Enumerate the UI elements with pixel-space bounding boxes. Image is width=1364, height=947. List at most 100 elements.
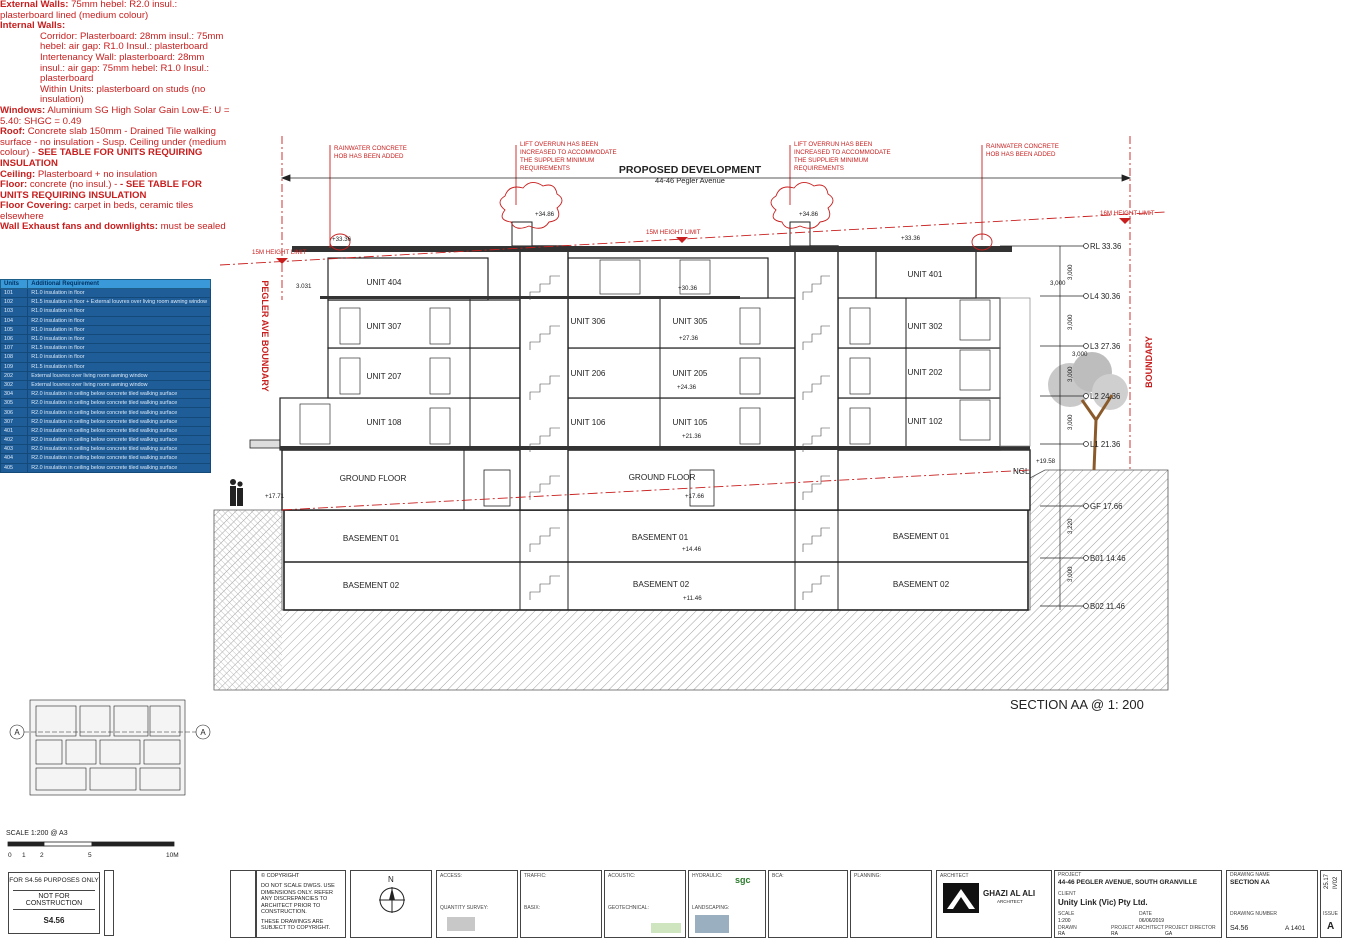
architect-label: ARCHITECT [940,873,969,879]
section-title: SECTION AA @ 1: 200 [1010,697,1144,712]
stage-value: S4.56 [1230,925,1249,932]
dimension-label: 3,000 [1067,566,1074,582]
drawing-subtitle: 44-46 Pegler Avenue [655,176,725,185]
unit-label: BASEMENT 01 [632,533,689,542]
overall-dimension-line [280,174,1132,182]
spot-level-label: +30.36 [678,285,698,292]
geotechnical-label: GEOTECHNICAL: [608,905,649,911]
job-number: 25.17 [1324,873,1330,889]
annotation-lift-right-1: LIFT OVERRUN HAS BEEN [794,141,872,148]
annotation-lift-left-1: LIFT OVERRUN HAS BEEN [520,141,598,148]
copyright-text: DO NOT SCALE DWGS. USE DIMENSIONS ONLY. … [261,883,335,915]
ceiling-text: Plasterboard + no insulation [37,168,158,180]
annotation-lift-right-4: REQUIREMENTS [794,165,844,172]
consultant-access: ACCESS: QUANTITY SURVEY: [436,870,518,938]
spot-level-label: +24.36 [677,384,697,391]
architect-logo-icon [943,883,979,913]
unit-cell: 405 [0,462,29,473]
red-annotations [219,136,1166,511]
consultant-acoustic: ACOUSTIC: GEOTECHNICAL: [604,870,686,938]
external-walls-label: External Walls: [0,0,69,10]
unit-label: BASEMENT 02 [343,581,400,590]
annotation-hob-right-2: HOB HAS BEEN ADDED [986,151,1056,158]
scale-tick-1: 1 [22,852,26,859]
wall-exhaust-text: must be sealed [160,221,226,233]
key-plan [9,699,211,796]
unit-label: UNIT 401 [908,270,943,279]
ceiling-label: Ceiling: [0,168,36,180]
project-director-label: PROJECT DIRECTOR [1165,925,1216,931]
height-limit-left: 15M HEIGHT LIMIT [252,249,307,256]
quantity-survey-label: QUANTITY SURVEY: [440,905,489,911]
unit-label: UNIT 307 [367,322,402,331]
spot-level-label: +34.86 [799,211,819,218]
drawing-number-label: DRAWING NUMBER [1230,911,1278,917]
boundary-left-label: PEGLER AVE BOUNDARY [260,280,270,391]
scale-tick-2: 2 [40,852,44,859]
unit-label: UNIT 404 [367,278,402,287]
unit-label: BASEMENT 01 [893,532,950,541]
level-label: L1 21.36 [1090,440,1120,449]
drawn-value: RA [1058,931,1065,937]
sgc-logo: sgc [735,875,751,885]
client-label: CLIENT [1058,891,1076,897]
north-arrow-box: N [350,870,432,938]
consultant-logo [651,923,681,933]
unit-label: UNIT 206 [571,369,606,378]
north-arrow-icon [379,887,405,913]
internal-walls-label: Internal Walls: [0,20,66,32]
project-name: 44-46 PEGLER AVENUE, SOUTH GRANVILLE [1058,879,1198,886]
floor-covering-label: Floor Covering: [0,200,72,212]
unit-label: GROUND FLOOR [629,473,696,482]
floor-covering-text: carpet in beds, ceramic tiles elsewhere [0,200,193,222]
annotation-lift-left-4: REQUIREMENTS [520,165,570,172]
dimension-label: 3.031 [296,283,312,290]
within-units-note: Within Units: plasterboard on studs (no … [40,83,206,106]
unit-label: UNIT 305 [673,317,708,326]
level-label: L3 27.36 [1090,342,1120,351]
unit-label: UNIT 306 [571,317,606,326]
basement-structure [283,509,1029,611]
consultant-traffic: TRAFFIC: BASIX: [520,870,602,938]
consultant-logo [447,917,475,931]
windows-label: Windows: [0,104,46,116]
dimension-label: 3,000 [1067,366,1074,382]
unit-label: UNIT 106 [571,418,606,427]
corridor-note: Corridor: Plasterboard: 28mm insul.: 75m… [40,30,224,53]
requirement-cell: R2.0 insulation in ceiling below concret… [27,462,211,473]
dimension-label: 3,000 [1067,314,1074,330]
side-strip [104,870,114,936]
ngl-label: NGL [1013,467,1030,476]
scale-tick-0: 0 [8,852,12,859]
spot-level-label: +17.66 [685,493,705,500]
hydraulic-label: HYDRAULIC: [692,873,723,879]
drawing-title: PROPOSED DEVELOPMENT [619,164,762,176]
scale-bar [7,841,175,847]
drawn-label: DRAWN [1058,925,1077,931]
drawing-name-box: DRAWING NAME SECTION AA DRAWING NUMBER S… [1226,870,1318,938]
unit-label: UNIT 108 [367,418,402,427]
level-label: B01 14.46 [1090,554,1126,563]
floor-see-table: - SEE TABLE FOR UNITS REQUIRING INSULATI… [0,179,202,201]
spot-level-label: +14.46 [682,546,702,553]
roof-label: Roof: [0,126,26,138]
dimension-label: 3,000 [1067,414,1074,430]
unit-label: GROUND FLOOR [340,474,407,483]
unit-label: BASEMENT 02 [633,580,690,589]
date-value: 06/06/2019 [1139,918,1165,924]
annotation-hob-left-2: HOB HAS BEEN ADDED [334,153,404,160]
dimension-label: 3,220 [1067,518,1074,534]
basix-label: BASIX: [524,905,541,911]
unit-label: UNIT 302 [908,322,943,331]
windows-doors [299,259,1031,447]
roof-see-table: SEE TABLE FOR UNITS REQUIRING INSULATION [0,147,203,169]
floor-text: concrete (no insul.) - [29,179,118,191]
dimension-label: 3,000 [1072,351,1088,358]
dimension-label: 3,000 [1067,264,1074,280]
project-architect-label: PROJECT ARCHITECT [1111,925,1164,931]
revision-strip [230,870,256,938]
revision-box: 25.17 IV02 ISSUE A [1320,870,1342,938]
people-silhouettes [230,479,243,506]
stamp: S4.56 [43,916,65,925]
